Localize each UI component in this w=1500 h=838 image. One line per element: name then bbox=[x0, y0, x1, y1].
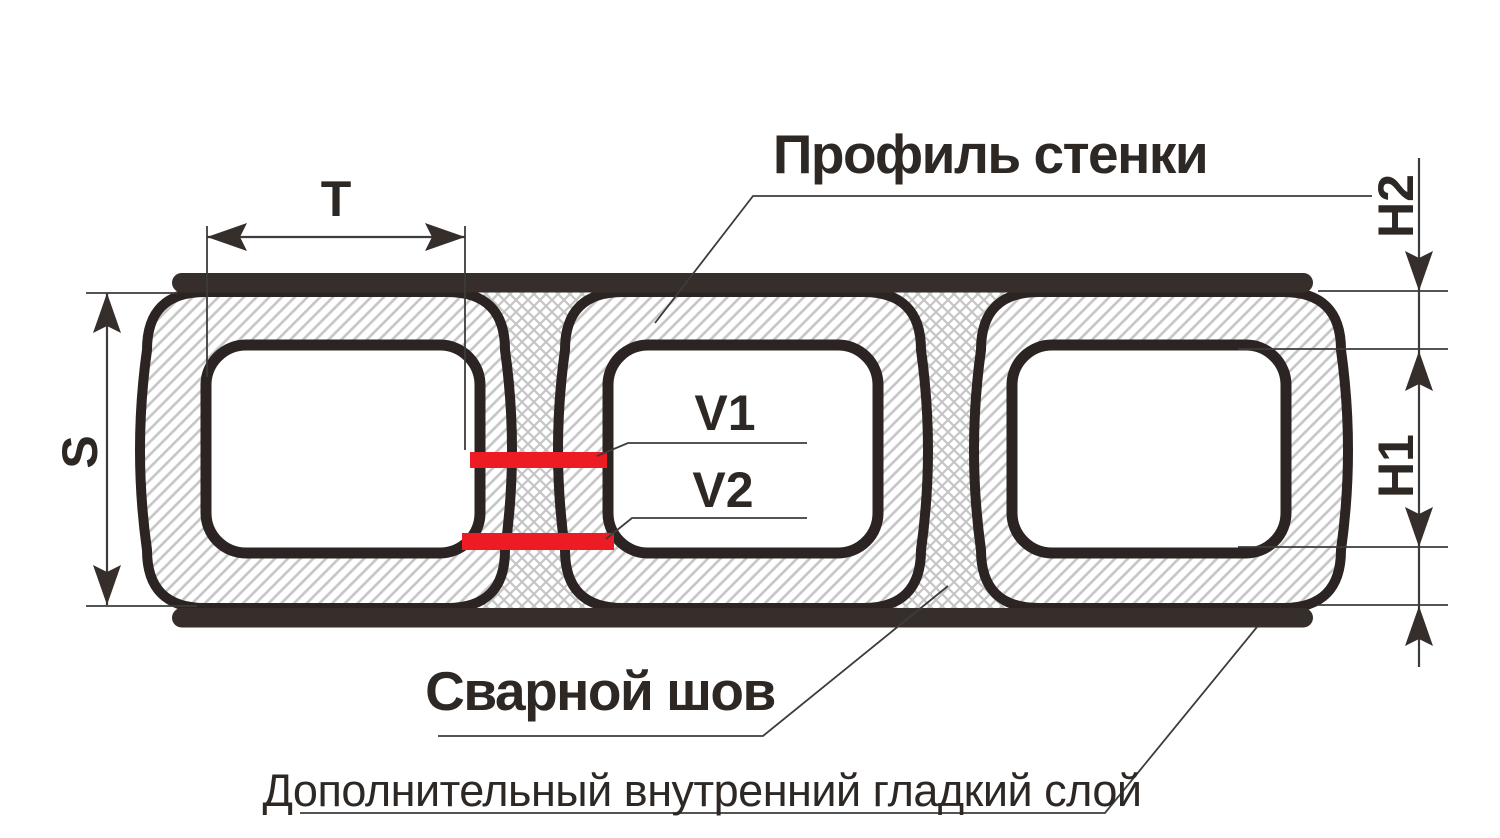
leader-v1 bbox=[596, 442, 807, 457]
label-s: S bbox=[52, 435, 108, 468]
cavity-3 bbox=[1006, 339, 1292, 559]
arrow-t-right bbox=[425, 223, 465, 251]
weld-strip-v2 bbox=[462, 533, 614, 550]
label-v1: V1 bbox=[694, 385, 755, 441]
leader-inner-layer bbox=[300, 626, 1258, 814]
weld-strip-v1 bbox=[470, 452, 607, 468]
label-t: T bbox=[321, 171, 352, 227]
callout-wall-profile: Профиль стенки bbox=[654, 123, 1372, 324]
cavity-1 bbox=[200, 339, 486, 559]
label-h1: H1 bbox=[1368, 434, 1424, 498]
label-h2: H2 bbox=[1368, 174, 1424, 238]
label-weld-seam: Сварной шов bbox=[425, 660, 775, 722]
dimension-t: T bbox=[206, 171, 466, 450]
outer-smooth-layer-band bbox=[172, 273, 1313, 293]
leader-weld-seam bbox=[438, 585, 949, 737]
leader-wall-profile bbox=[654, 195, 1372, 324]
arrow-t-left bbox=[207, 223, 247, 251]
leader-v2 bbox=[605, 517, 807, 540]
dimension-h-stack: H2 H1 bbox=[1238, 158, 1448, 667]
label-inner-layer: Дополнительный внутренний гладкий слой bbox=[262, 765, 1141, 816]
callout-v1: V1 bbox=[596, 385, 807, 457]
arrow-h2-top bbox=[1405, 251, 1433, 291]
weld-strips bbox=[462, 452, 614, 550]
callout-v2: V2 bbox=[605, 462, 807, 540]
arrow-h1-top bbox=[1405, 351, 1433, 391]
inner-smooth-layer-band bbox=[172, 608, 1313, 628]
dimension-s: S bbox=[52, 292, 197, 607]
callout-inner-layer: Дополнительный внутренний гладкий слой bbox=[262, 626, 1258, 816]
callout-weld-seam: Сварной шов bbox=[425, 585, 949, 737]
arrow-s-top bbox=[93, 293, 121, 333]
label-v2: V2 bbox=[692, 462, 753, 518]
cavity-2 bbox=[602, 339, 884, 559]
arrow-s-bottom bbox=[93, 565, 121, 605]
profile-cavities bbox=[200, 339, 1292, 559]
arrow-h1-bottom bbox=[1405, 507, 1433, 547]
label-wall-profile: Профиль стенки bbox=[773, 123, 1207, 185]
arrow-bottom-wall bbox=[1405, 606, 1433, 646]
